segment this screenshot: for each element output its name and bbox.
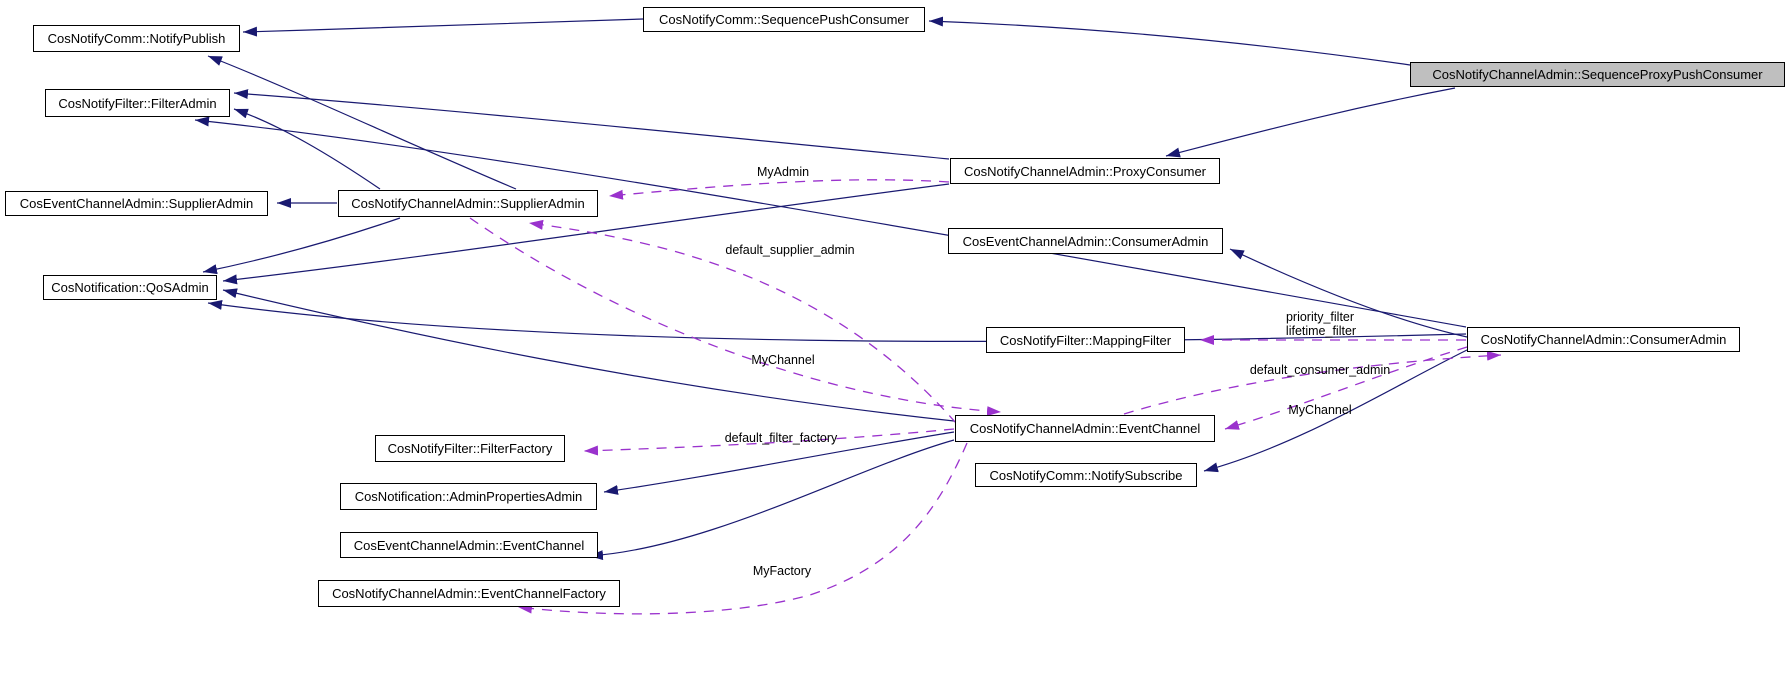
node-cosnotification-adminpropertiesadmin[interactable]: CosNotification::AdminPropertiesAdmin: [340, 483, 597, 510]
node-cosnotifycomm-notifypublish[interactable]: CosNotifyComm::NotifyPublish: [33, 25, 240, 52]
edge-default-filter-factory: [583, 428, 955, 456]
node-cosnotification-qosadmin[interactable]: CosNotification::QoSAdmin: [43, 275, 217, 300]
edge-notifyconsumeradmin-qosadmin: [207, 299, 1467, 343]
edge-label-priority-filter: priority_filter: [1285, 310, 1355, 324]
node-cosnotifychanneladmin-eventchannel[interactable]: CosNotifyChannelAdmin::EventChannel: [955, 415, 1215, 442]
node-cosnotifychanneladmin-eventchannelfactory[interactable]: CosNotifyChannelAdmin::EventChannelFacto…: [318, 580, 620, 607]
edge-label-myfactory: MyFactory: [752, 564, 812, 578]
edge-label-mychannel-right: MyChannel: [1288, 403, 1352, 417]
edge-supplieradmin-filteradmin: [233, 108, 381, 190]
edge-label-default-consumer-admin: default_consumer_admin: [1249, 363, 1391, 377]
node-coseventchanneladmin-eventchannel[interactable]: CosEventChannelAdmin::EventChannel: [340, 532, 598, 558]
edge-default-supplier-admin: [528, 219, 957, 424]
node-cosnotifychanneladmin-consumeradmin[interactable]: CosNotifyChannelAdmin::ConsumerAdmin: [1467, 327, 1740, 352]
edge-label-default-supplier-admin: default_supplier_admin: [725, 243, 855, 257]
node-cosnotifycomm-sequencepushconsumer[interactable]: CosNotifyComm::SequencePushConsumer: [643, 7, 925, 32]
node-cosnotifyfilter-filteradmin[interactable]: CosNotifyFilter::FilterAdmin: [45, 89, 230, 117]
edge-supplieradmin-qosadmin: [202, 217, 401, 275]
edge-seqpushconsumer-notifypublish: [242, 18, 644, 37]
edge-eventchannel-adminpropertiesadmin: [603, 431, 955, 495]
node-cosnotifychanneladmin-sequenceproxypushconsumer[interactable]: CosNotifyChannelAdmin::SequenceProxyPush…: [1410, 62, 1785, 87]
node-cosnotifyfilter-mappingfilter[interactable]: CosNotifyFilter::MappingFilter: [986, 327, 1185, 353]
edge-label-mychannel-left: MyChannel: [751, 353, 815, 367]
node-cosnotifychanneladmin-supplieradmin[interactable]: CosNotifyChannelAdmin::SupplierAdmin: [338, 190, 598, 217]
edge-mychannel-right: [1224, 346, 1468, 430]
edge-supplieradmin-notifypublish: [207, 55, 517, 190]
edge-proxyconsumer-qosadmin: [222, 183, 950, 285]
node-coseventchanneladmin-consumeradmin[interactable]: CosEventChannelAdmin::ConsumerAdmin: [948, 228, 1223, 254]
edge-eventchannel-qosadmin: [222, 288, 955, 422]
edge-myadmin: [608, 179, 950, 200]
edge-consumeradmin-filteradmin-proxy: [233, 89, 950, 160]
edge-seqproxypushconsumer-proxyconsumer: [1165, 87, 1456, 158]
edge-label-lifetime-filter: lifetime_filter: [1285, 324, 1357, 338]
node-cosnotifycomm-notifysubscribe[interactable]: CosNotifyComm::NotifySubscribe: [975, 463, 1197, 487]
edge-notifyconsumeradmin-notifysubscribe: [1203, 349, 1468, 473]
edge-notifyconsumeradmin-eventconsumeradmin: [1229, 248, 1468, 338]
node-cosnotifychanneladmin-proxyconsumer[interactable]: CosNotifyChannelAdmin::ProxyConsumer: [950, 158, 1220, 184]
edge-notifyconsumeradmin-filteradmin: [194, 116, 1467, 328]
edge-label-myadmin: MyAdmin: [756, 165, 810, 179]
edge-eventchannel-eventchannelbase: [588, 439, 955, 561]
node-coseventchanneladmin-supplieradmin[interactable]: CosEventChannelAdmin::SupplierAdmin: [5, 191, 268, 216]
node-cosnotifyfilter-filterfactory[interactable]: CosNotifyFilter::FilterFactory: [375, 435, 565, 462]
edge-label-default-filter-factory: default_filter_factory: [724, 431, 838, 445]
edge-default-consumer-admin: [1123, 350, 1502, 415]
edge-mychannel-left: [469, 217, 1002, 417]
edge-seqproxypushconsumer-seqpushconsumer: [928, 16, 1411, 66]
